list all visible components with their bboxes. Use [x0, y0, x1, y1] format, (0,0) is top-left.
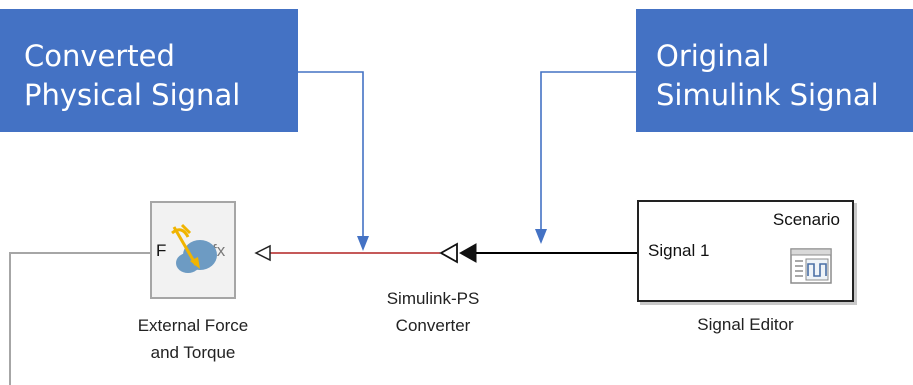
signal-editor-block[interactable]: Scenario Signal 1	[637, 200, 854, 302]
physical-connection-line[interactable]	[9, 252, 150, 385]
signal-editor-caption: Signal Editor	[697, 315, 794, 334]
external-force-torque-block[interactable]: F fx	[150, 201, 236, 299]
signal-1-port-label: Signal 1	[648, 241, 710, 260]
signal-editor-icon	[790, 248, 832, 284]
external-force-label: External Force and Torque	[108, 312, 278, 366]
scenario-label: Scenario	[772, 210, 840, 229]
callout-left-line2: Physical Signal	[24, 78, 241, 112]
callout-left-arrow	[298, 71, 369, 251]
callout-right-arrow	[535, 71, 636, 244]
force-torque-icon	[171, 223, 217, 273]
callout-left-line1: Converted	[24, 39, 175, 73]
converter-label: Simulink-PS Converter	[368, 285, 498, 339]
converter-arrows-icon[interactable]	[439, 242, 477, 264]
external-force-label-line1: External Force	[137, 316, 249, 335]
original-simulink-signal-callout: Original Simulink Signal	[636, 9, 913, 132]
port-f-label: F	[156, 241, 167, 260]
callout-right-line1: Original	[656, 39, 770, 73]
converter-label-line2: Converter	[395, 316, 471, 335]
converter-label-line1: Simulink-PS	[386, 289, 480, 308]
converted-physical-signal-callout: Converted Physical Signal	[0, 9, 298, 132]
fx-port-triangle[interactable]	[254, 244, 271, 262]
external-force-label-line2: and Torque	[150, 343, 236, 362]
callout-right-line2: Simulink Signal	[656, 78, 879, 112]
